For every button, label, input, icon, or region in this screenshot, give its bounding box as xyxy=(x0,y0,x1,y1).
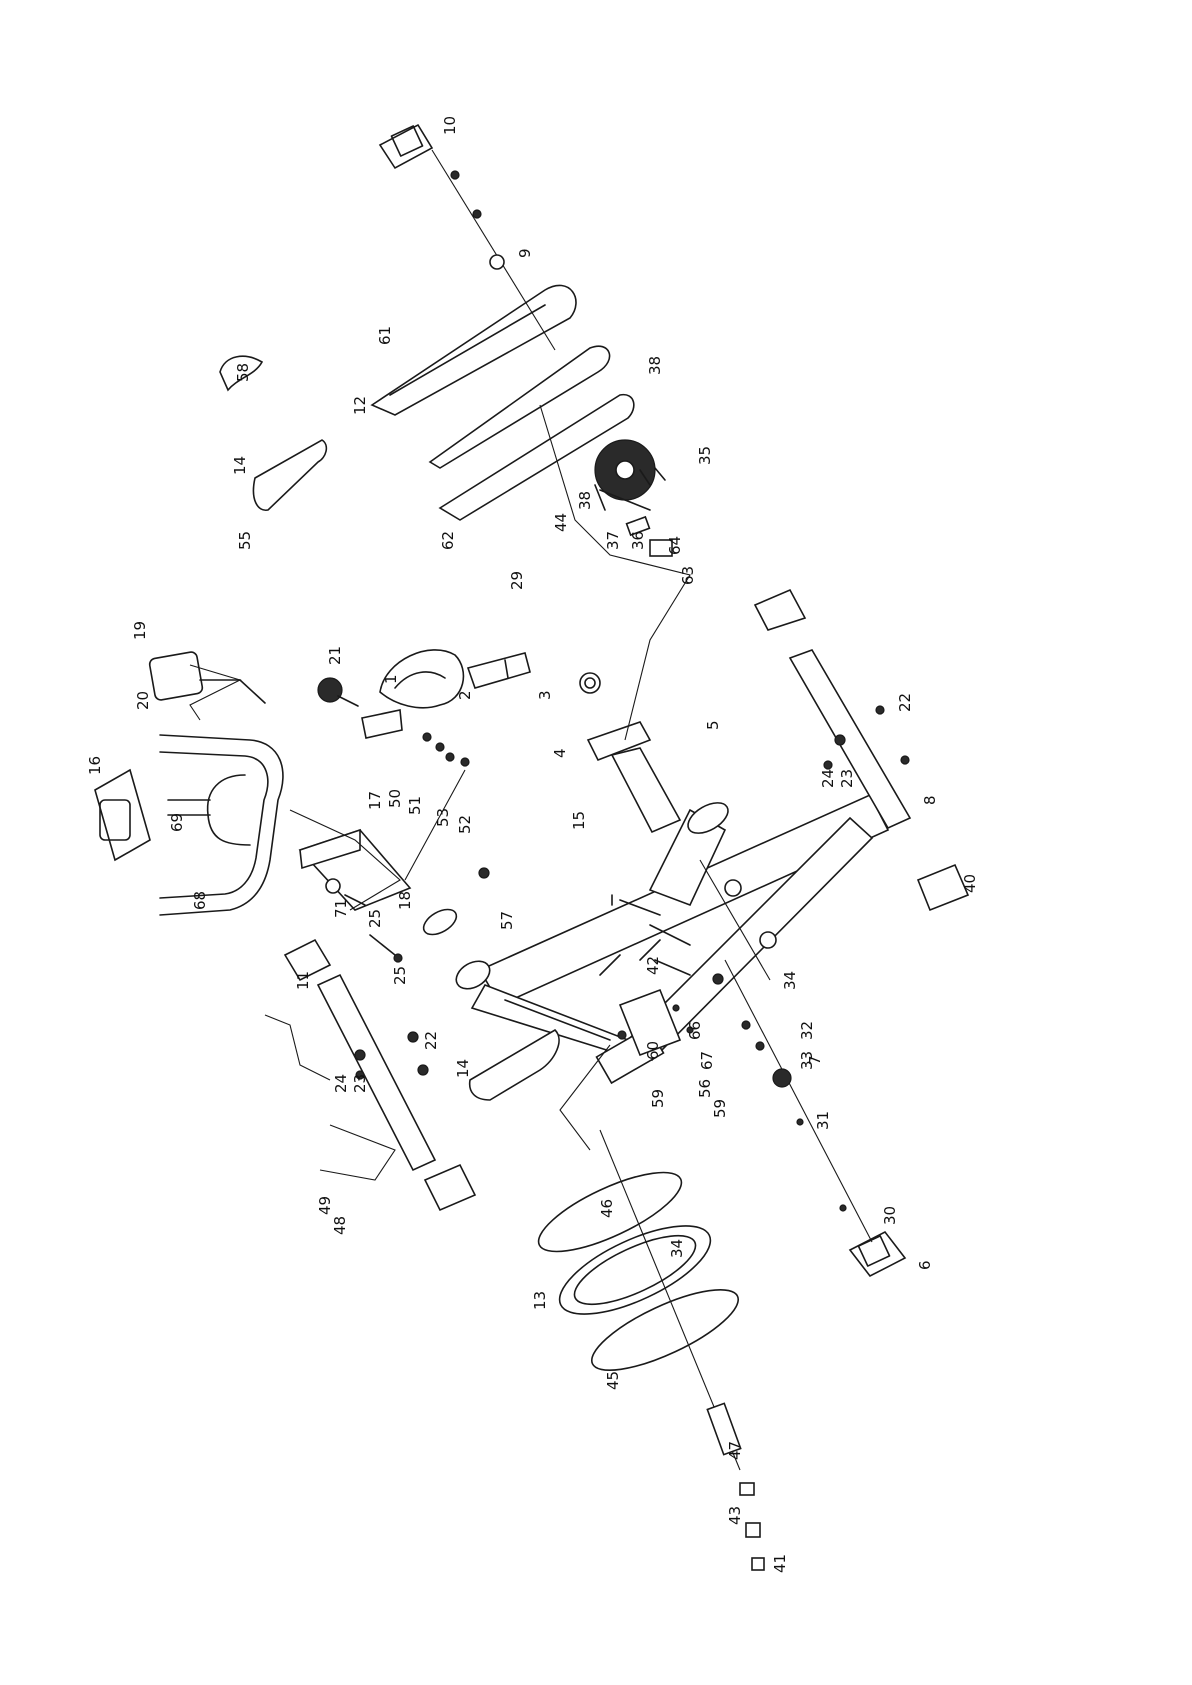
callout-20: 20 xyxy=(134,691,152,710)
callout-60: 60 xyxy=(644,1041,662,1060)
callout-22-front: 22 xyxy=(422,1031,440,1050)
callout-42: 42 xyxy=(644,956,662,975)
callout-68: 68 xyxy=(191,891,209,910)
callout-6: 6 xyxy=(916,1260,934,1270)
callout-29: 29 xyxy=(508,571,526,590)
callout-49: 49 xyxy=(316,1196,334,1215)
callout-24-rear: 24 xyxy=(819,769,837,788)
callout-51: 51 xyxy=(406,796,424,815)
callout-22-rear: 22 xyxy=(896,693,914,712)
callout-59-left: 59 xyxy=(649,1089,667,1108)
callout-9: 9 xyxy=(516,248,534,258)
callout-58: 58 xyxy=(234,363,252,382)
callout-71: 71 xyxy=(332,899,350,918)
callout-33: 33 xyxy=(798,1051,816,1070)
callout-43: 43 xyxy=(726,1506,744,1525)
callout-59-right: 59 xyxy=(711,1099,729,1118)
callout-25-upper: 25 xyxy=(366,909,384,928)
callout-48: 48 xyxy=(331,1216,349,1235)
callout-15: 15 xyxy=(570,811,588,830)
callout-1: 1 xyxy=(382,674,400,684)
callout-45: 45 xyxy=(604,1371,622,1390)
callout-44: 44 xyxy=(552,513,570,532)
callout-36: 36 xyxy=(629,531,647,550)
callout-52: 52 xyxy=(456,815,474,834)
callout-37: 37 xyxy=(604,531,622,550)
callout-5: 5 xyxy=(704,720,722,730)
callout-11: 11 xyxy=(294,971,312,990)
callout-34-bottom: 34 xyxy=(668,1239,686,1258)
callout-38-guard: 38 xyxy=(646,356,664,375)
callout-19: 19 xyxy=(131,621,149,640)
callout-30: 30 xyxy=(881,1206,899,1225)
callout-32: 32 xyxy=(798,1021,816,1040)
callout-55: 55 xyxy=(236,531,254,550)
callout-35: 35 xyxy=(696,446,714,465)
callout-16: 16 xyxy=(86,756,104,775)
callout-8: 8 xyxy=(921,795,939,805)
callout-21: 21 xyxy=(326,646,344,665)
callout-41: 41 xyxy=(771,1554,789,1573)
callout-47: 47 xyxy=(726,1441,744,1460)
callout-46: 46 xyxy=(598,1199,616,1218)
flywheel-assembly xyxy=(529,1130,764,1570)
callout-31: 31 xyxy=(814,1111,832,1130)
callout-14-top: 14 xyxy=(231,456,249,475)
callout-63: 63 xyxy=(679,566,697,585)
callout-62: 62 xyxy=(439,531,457,550)
callout-57: 57 xyxy=(498,911,516,930)
handlebar-assembly xyxy=(95,651,283,915)
callout-64: 64 xyxy=(666,536,684,555)
callout-12: 12 xyxy=(351,396,369,415)
callout-56: 56 xyxy=(696,1079,714,1098)
callout-53: 53 xyxy=(434,808,452,827)
callout-24-front: 24 xyxy=(332,1074,350,1093)
callout-13: 13 xyxy=(531,1291,549,1310)
callout-67: 67 xyxy=(698,1051,716,1070)
callout-10: 10 xyxy=(441,116,459,135)
callout-50: 50 xyxy=(386,789,404,808)
callout-18: 18 xyxy=(396,891,414,910)
callout-17: 17 xyxy=(366,791,384,810)
leader-lines xyxy=(190,405,770,1180)
callout-69: 69 xyxy=(168,813,186,832)
callout-61: 61 xyxy=(376,326,394,345)
callout-23-front: 23 xyxy=(351,1074,369,1093)
callout-23-rear: 23 xyxy=(838,769,856,788)
chain-guard-assembly xyxy=(372,285,672,556)
callout-38-small: 38 xyxy=(576,491,594,510)
callout-3: 3 xyxy=(536,690,554,700)
callout-14-bottom: 14 xyxy=(454,1059,472,1078)
callout-66: 66 xyxy=(686,1021,704,1040)
callout-40: 40 xyxy=(961,874,979,893)
callout-4: 4 xyxy=(551,748,569,758)
callout-34-right: 34 xyxy=(781,971,799,990)
callout-25-lower: 25 xyxy=(391,966,409,985)
callout-2: 2 xyxy=(456,690,474,700)
